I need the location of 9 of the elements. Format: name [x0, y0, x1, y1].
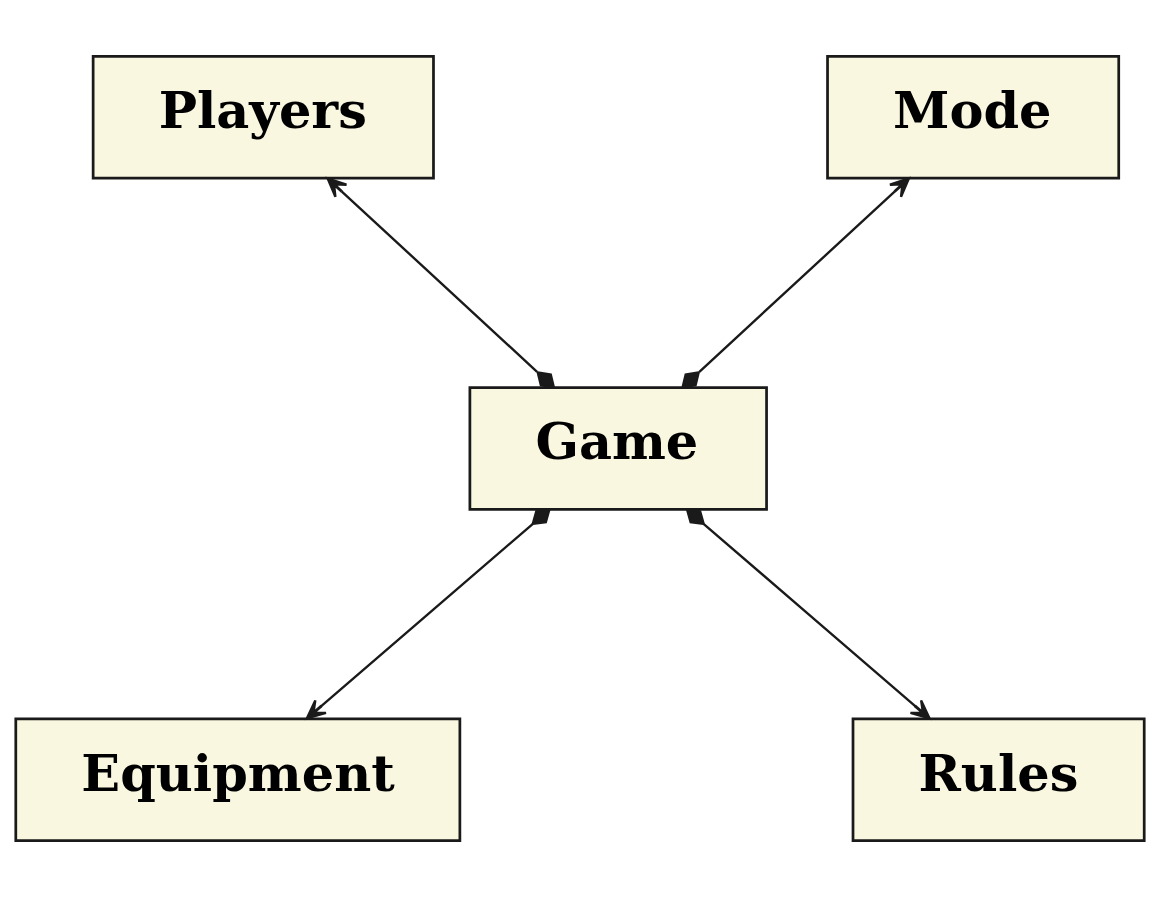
node-box: Rules	[851, 717, 1146, 843]
arrow	[326, 177, 556, 389]
node-box: Players	[91, 54, 435, 180]
node-box: Mode	[826, 54, 1121, 180]
node-box: Equipment	[14, 717, 462, 843]
arrow	[681, 177, 911, 389]
arrow	[305, 508, 551, 720]
arrow	[685, 508, 931, 720]
node-box: Game	[468, 386, 768, 511]
